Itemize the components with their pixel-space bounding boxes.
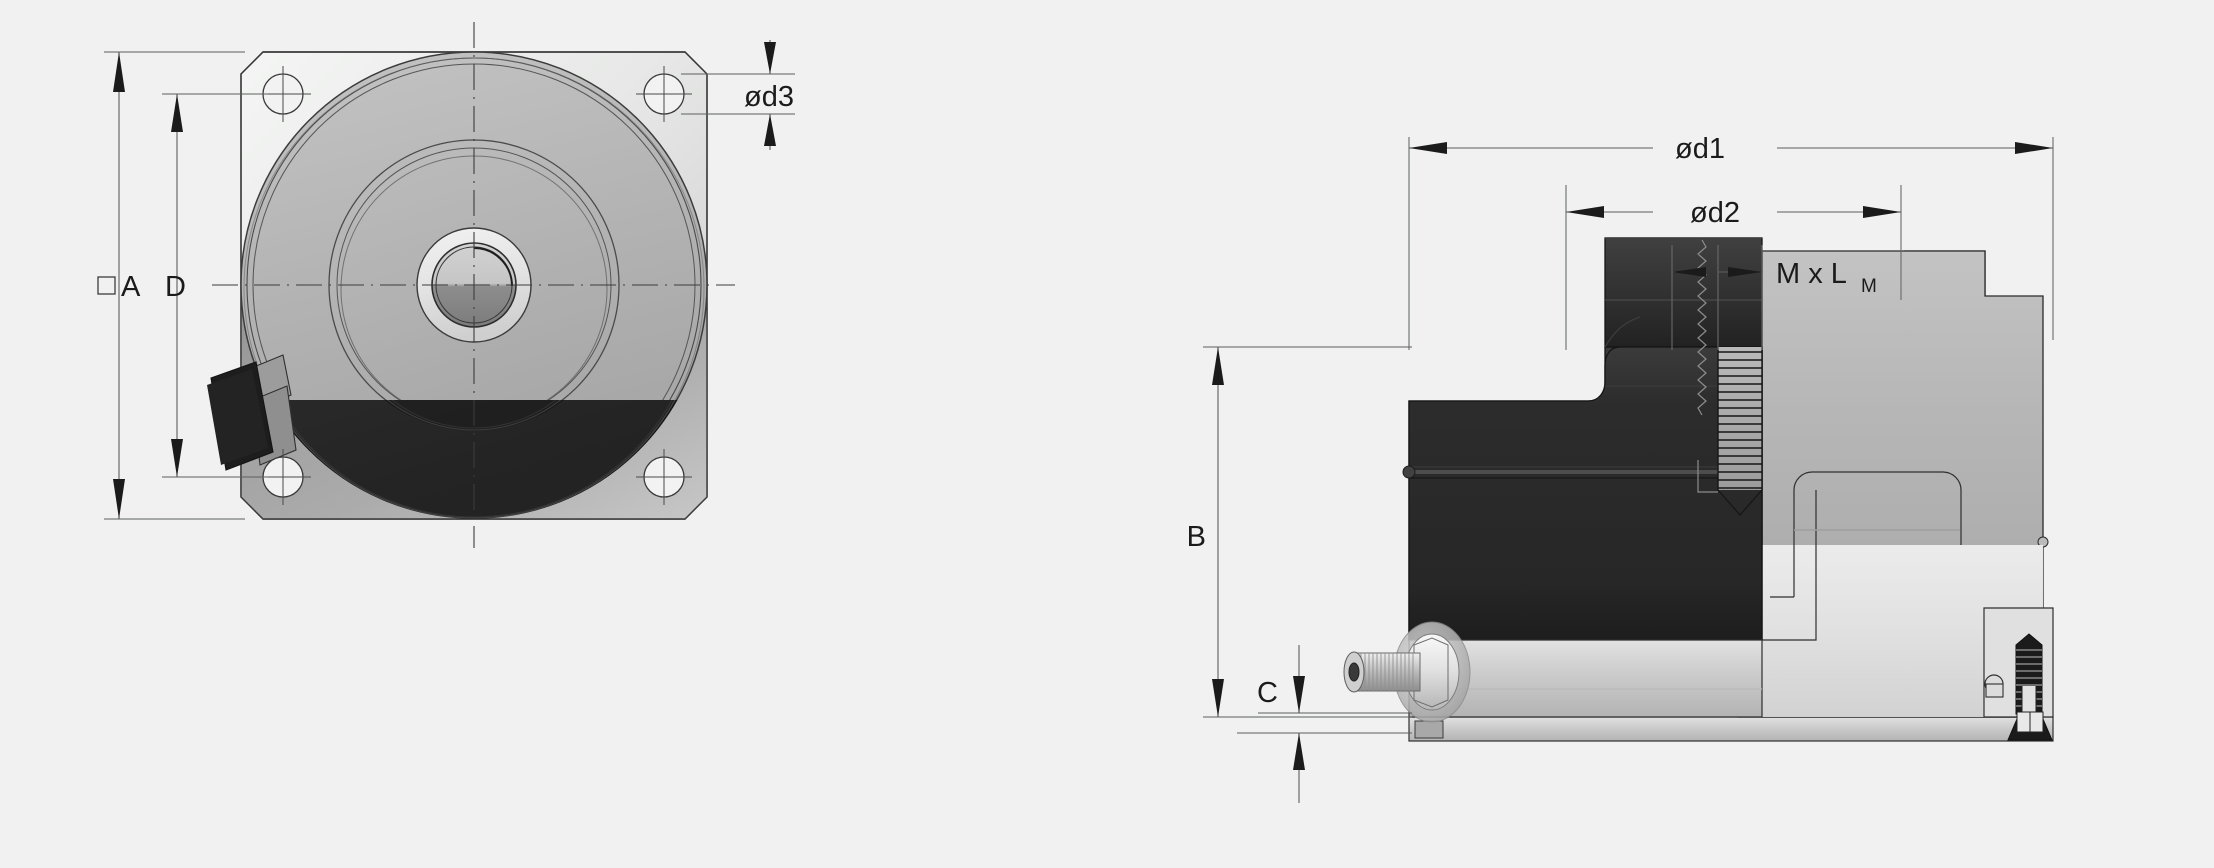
dimension-label-b: B bbox=[1187, 521, 1206, 553]
dimension-label-d: D bbox=[165, 271, 186, 303]
gearbox-housing-lower bbox=[1762, 545, 2043, 717]
motor-body-dark-profile bbox=[1408, 346, 1763, 641]
housing-internal-lines bbox=[1762, 471, 1962, 641]
connector-plug bbox=[207, 354, 297, 471]
threaded-shaft bbox=[1718, 347, 1762, 490]
mounting-hole-bottom-right bbox=[636, 449, 692, 505]
dimension-d: D bbox=[162, 93, 268, 478]
hex-nut bbox=[1413, 637, 1449, 708]
thread-chamfer bbox=[1717, 489, 1763, 516]
side-view bbox=[1343, 237, 2054, 742]
dimension-m-x-lm: M x L M bbox=[1672, 258, 1877, 297]
motor-rib-end bbox=[1402, 465, 1416, 479]
mounting-holes bbox=[255, 66, 692, 505]
dimension-d2: ød2 bbox=[1566, 197, 1901, 229]
dimension-d3: ød3 bbox=[681, 40, 795, 150]
dimension-label-d3: ød3 bbox=[744, 81, 794, 113]
dimension-square-a: A bbox=[97, 51, 245, 520]
base-plate-step bbox=[1414, 720, 1444, 739]
connector-bore bbox=[1348, 662, 1360, 682]
motor-boss-dark bbox=[1604, 237, 1763, 348]
square-symbol-icon bbox=[97, 276, 116, 295]
side-view-dimensions: ød1 ød2 M x L M B bbox=[1187, 133, 2054, 803]
mounting-hole-top-left bbox=[255, 66, 311, 122]
dimension-label-m-subscript: M bbox=[1861, 276, 1877, 297]
dimension-label-a: A bbox=[121, 271, 141, 303]
drive-connector bbox=[1343, 621, 1471, 723]
front-view-centerlines bbox=[212, 22, 735, 548]
mounting-hole-top-right bbox=[636, 66, 692, 122]
front-view bbox=[207, 22, 735, 548]
dimension-d1: ød1 bbox=[1409, 133, 2053, 165]
mounting-flange-outline bbox=[240, 51, 708, 520]
base-plate bbox=[1408, 716, 2054, 742]
dimension-label-d1: ød1 bbox=[1675, 133, 1725, 165]
connector-thread-lines bbox=[1356, 653, 1414, 691]
front-view-dimensions: A D ød3 bbox=[97, 40, 795, 520]
dimension-label-d2: ød2 bbox=[1690, 197, 1740, 229]
dimension-label-m: M x L bbox=[1776, 258, 1847, 290]
bore-highlight-arc bbox=[473, 247, 513, 287]
dimension-b: B bbox=[1187, 346, 1412, 718]
extension-lines bbox=[1408, 137, 2054, 350]
terminal-bolt bbox=[1984, 633, 2053, 741]
thread-hatching bbox=[1718, 351, 1762, 489]
dimension-label-c: C bbox=[1257, 677, 1278, 709]
dimension-c: C bbox=[1237, 645, 1412, 803]
